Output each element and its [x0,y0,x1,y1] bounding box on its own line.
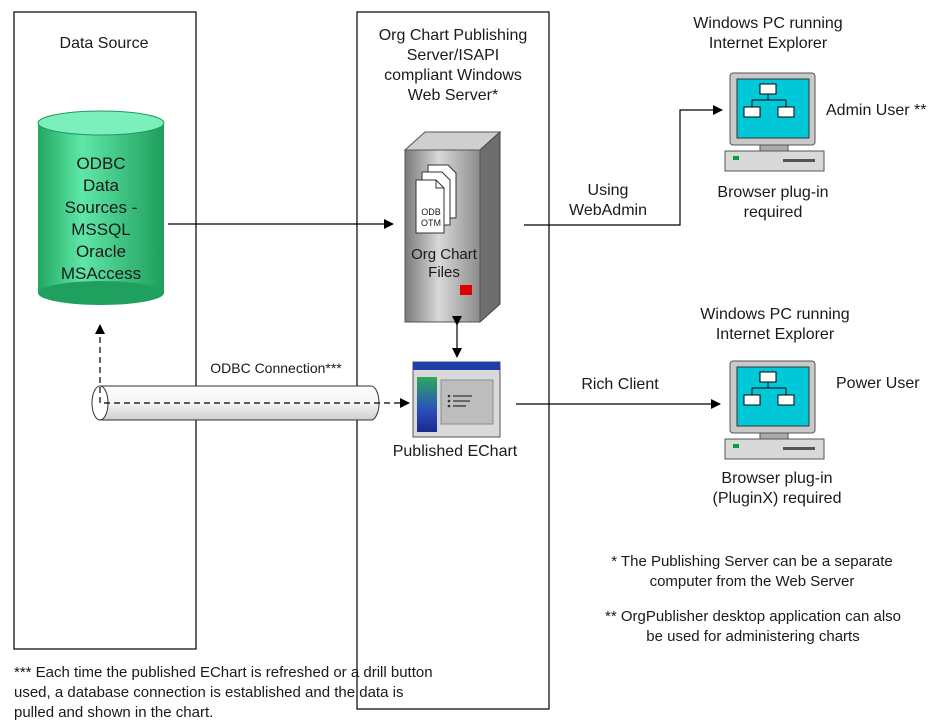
data-source-panel [13,11,197,650]
document-label: ODB OTM [416,207,446,229]
admin-pc-footer-line: required [743,204,803,221]
server-tower-icon [403,130,502,324]
power-user-label: Power User [836,375,920,392]
admin-computer-icon [724,72,825,172]
cylinder-label: ODBC Data Sources - MSSQL Oracle MSAcces… [43,153,159,285]
server-title-line: compliant Windows [384,67,522,84]
server-title: Org Chart Publishing Server/ISAPI compli… [362,26,544,106]
cylinder-line: MSSQL [71,220,131,239]
files-line: Files [428,264,460,281]
webadmin-label: Using WebAdmin [555,181,661,221]
power-pc-footer-line: (PluginX) required [712,490,842,507]
admin-pc-header-line: Windows PC running [693,15,843,32]
power-pc-footer-line: Browser plug-in [721,470,833,487]
document-label-line: OTM [421,218,441,228]
cylinder-line: Oracle [75,242,127,261]
power-pc-header-line: Windows PC running [700,306,850,323]
webadmin-line: WebAdmin [569,202,647,219]
rich-client-label: Rich Client [581,376,659,393]
published-echart-label: Published EChart [392,443,518,460]
note-line: * The Publishing Server can be a separat… [611,553,893,570]
power-user-computer-icon [724,360,825,460]
document-stack-icon [415,164,457,234]
files-line: Org Chart [411,246,477,263]
note-line: be used for administering charts [646,628,860,645]
cylinder-line: MSAccess [60,264,142,283]
data-source-title: Data Source [59,35,149,52]
note-line: *** Each time the published EChart is re… [14,664,433,681]
document-label-line: ODB [421,207,441,217]
published-echart-icon [412,361,501,438]
org-chart-files-label: Org Chart Files [404,246,484,282]
admin-pc-header: Windows PC running Internet Explorer [668,14,868,54]
admin-pc-header-line: Internet Explorer [708,35,828,52]
server-title-line: Server/ISAPI [406,47,500,64]
note-line: pulled and shown in the chart. [14,704,214,721]
note-single-asterisk: * The Publishing Server can be a separat… [566,552,938,592]
arrow-webadmin [524,105,723,226]
admin-user-label: Admin User ** [826,102,927,119]
note-triple-asterisk: *** Each time the published EChart is re… [14,663,554,723]
note-line: ** OrgPublisher desktop application can … [604,608,901,625]
server-panel [356,11,550,710]
note-line: computer from the Web Server [649,573,855,590]
webadmin-line: Using [587,182,629,199]
power-pc-footer: Browser plug-in (PluginX) required [692,469,862,509]
admin-pc-footer-line: Browser plug-in [717,184,829,201]
server-title-line: Org Chart Publishing [378,27,528,44]
cylinder-line: Sources - [64,198,138,217]
cylinder-line: ODBC [76,154,126,173]
server-title-line: Web Server* [407,87,499,104]
admin-pc-footer: Browser plug-in required [688,183,858,223]
note-double-asterisk: ** OrgPublisher desktop application can … [562,607,944,647]
database-cylinder [37,110,165,305]
note-line: used, a database connection is establish… [14,684,404,701]
power-pc-header: Windows PC running Internet Explorer [675,305,875,345]
odbc-connection-label: ODBC Connection*** [210,360,342,376]
power-pc-header-line: Internet Explorer [715,326,835,343]
cylinder-line: Data [83,176,119,195]
